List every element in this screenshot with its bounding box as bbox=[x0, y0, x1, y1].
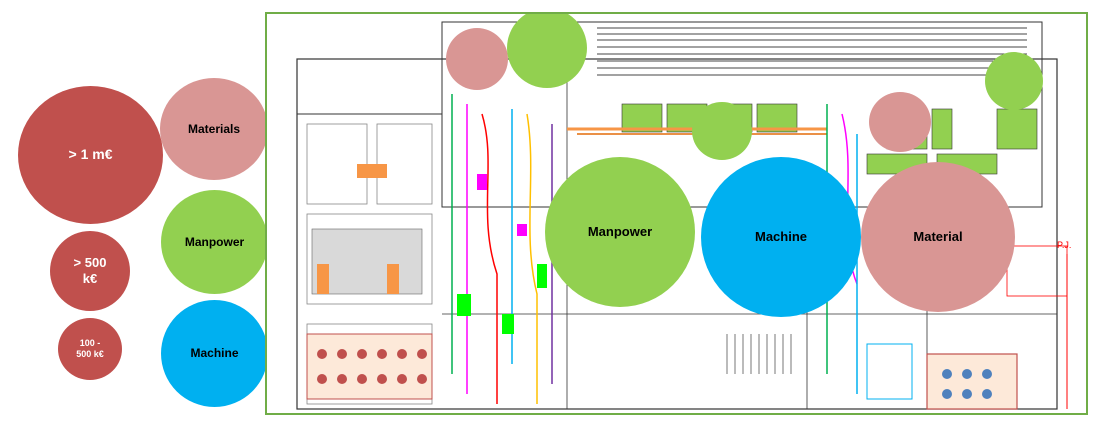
map-small-materials-1 bbox=[446, 28, 508, 90]
legend-manpower: Manpower bbox=[161, 190, 268, 294]
legend-materials: Materials bbox=[160, 78, 268, 180]
map-manpower: Manpower bbox=[545, 157, 695, 307]
legend-machine-label: Machine bbox=[190, 346, 239, 360]
map-machine-label: Machine bbox=[754, 228, 807, 244]
map-material: Material bbox=[861, 162, 1015, 312]
legend-cost-large-label: > 1 m€ bbox=[68, 146, 113, 163]
legend-cost-medium: > 500 k€ bbox=[50, 231, 130, 311]
map-small-manpower-3 bbox=[985, 52, 1043, 110]
map-small-materials-2 bbox=[869, 92, 931, 152]
map-small-manpower-1 bbox=[507, 14, 587, 88]
map-small-manpower-2 bbox=[692, 102, 752, 160]
legend-cost-small: 100 - 500 k€ bbox=[58, 318, 122, 380]
map-machine: Machine bbox=[701, 157, 861, 317]
legend-machine: Machine bbox=[161, 300, 268, 407]
map-manpower-label: Manpower bbox=[587, 223, 653, 239]
map-material-label: Material bbox=[913, 228, 963, 244]
legend-manpower-label: Manpower bbox=[184, 234, 245, 249]
legend-cost-medium-label: > 500 k€ bbox=[73, 254, 107, 286]
legend-materials-label: Materials bbox=[187, 121, 241, 136]
factory-floor-plan: P.J. Manpower Machine Material bbox=[265, 12, 1088, 415]
legend-cost-small-label: 100 - 500 k€ bbox=[76, 337, 104, 359]
pj-label: P.J. bbox=[1057, 240, 1072, 250]
rack-rows bbox=[597, 27, 1027, 76]
legend-cost-large: > 1 m€ bbox=[18, 86, 163, 224]
